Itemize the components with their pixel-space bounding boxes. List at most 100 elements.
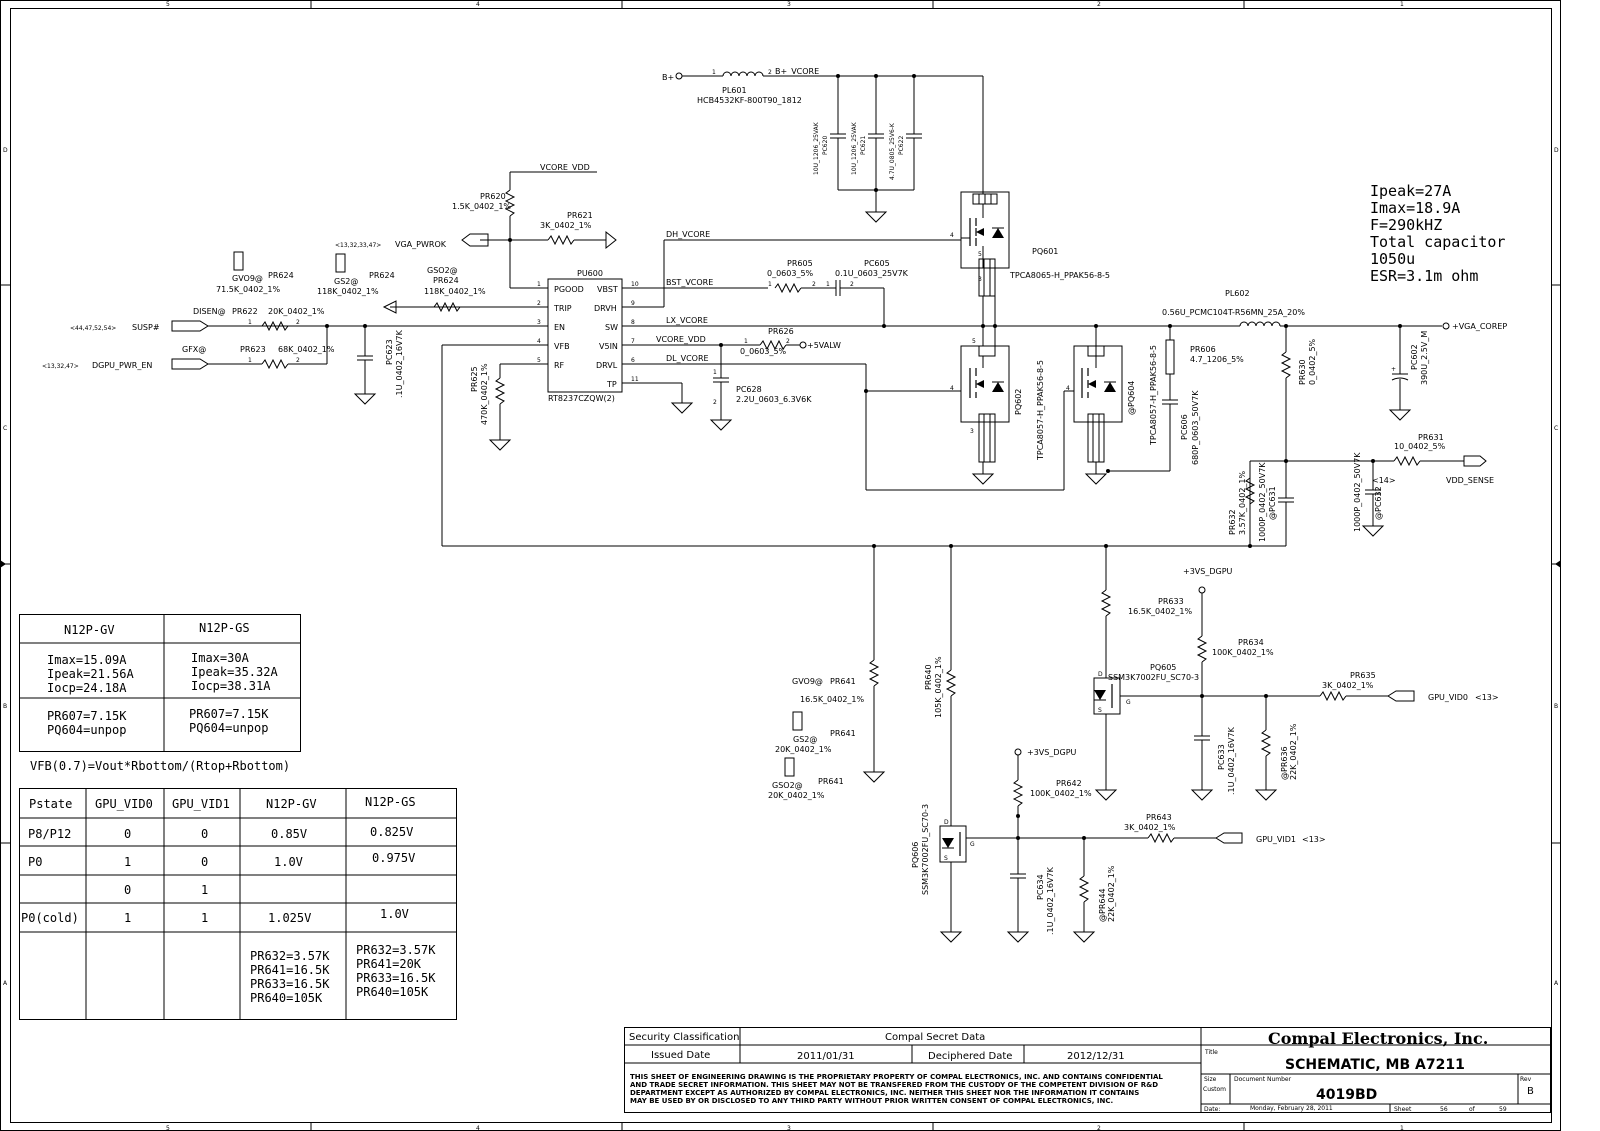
pr641a-ref: PR641 [830, 677, 856, 686]
date-value: Monday, February 28, 2011 [1250, 1105, 1333, 1112]
sheet-title: SCHEMATIC, MB A7211 [1285, 1057, 1465, 1073]
pq606-value: SSM3K7002FU_SC70-3 [921, 804, 930, 895]
pr630-ref: PR630 [1298, 359, 1307, 385]
pr640-ref: PR640 [924, 664, 933, 690]
pr626-resistor [759, 339, 787, 351]
svg-text:2: 2 [296, 319, 300, 326]
pstate-header-3: N12P-GV [266, 797, 317, 811]
pc631-value: 1000P_0402_50V7K [1258, 462, 1267, 542]
svg-text:10: 10 [631, 281, 639, 288]
pr632-value: 3.57K_0402_1% [1238, 470, 1247, 535]
net-gpu-vid1: GPU_VID1 [1256, 835, 1296, 844]
svg-text:3: 3 [978, 276, 982, 283]
pr605-ref: PR605 [787, 259, 813, 268]
pq604-low-side-mosfet: 4 @PQ604 TPCA8057-H_PPAK56-8-5 [1064, 326, 1170, 485]
pc634-ref: PC634 [1036, 874, 1045, 900]
pr622-value: 20K_0402_1% [268, 307, 325, 316]
pc633-ref: PC633 [1217, 744, 1226, 770]
zone-bottom-5: 5 [166, 1125, 170, 1131]
svg-text:4: 4 [1066, 385, 1070, 392]
sku-gs-iocp: Iocp=38.31A [191, 679, 271, 693]
svg-text:5: 5 [537, 357, 541, 364]
svg-text:1: 1 [713, 369, 717, 376]
svg-text:1: 1 [744, 338, 748, 345]
security-label: Security Classification [629, 1032, 739, 1043]
pr634-value: 100K_0402_1% [1212, 648, 1274, 657]
svg-text:4: 4 [537, 338, 541, 345]
pr626-ref: PR626 [768, 327, 794, 336]
pr631-value: 10_0402_5% [1394, 442, 1446, 451]
svg-text:4: 4 [950, 385, 954, 392]
pq605-ref: PQ605 [1150, 663, 1176, 672]
pstate-r1-c3: 1.0V [274, 855, 303, 869]
title-block: Security Classification Compal Secret Da… [624, 1027, 1551, 1113]
pr640-resistor [945, 669, 957, 697]
net-vcore-vdd: VCORE_VDD [656, 335, 706, 344]
net-bst-vcore: BST_VCORE [666, 278, 713, 287]
pr621-value: 3K_0402_1% [540, 221, 592, 230]
pstate-gs-pr633: PR633=16.5K [356, 971, 436, 985]
date-label: Date: [1204, 1106, 1220, 1113]
pu600-pin-pgood: PGOOD [554, 285, 584, 294]
svg-text:D: D [944, 819, 949, 826]
pu600-body [547, 278, 623, 393]
pr641-resistor [868, 659, 880, 687]
pr620-value: 1.5K_0402_1% [452, 202, 511, 211]
pr620-resistor [504, 189, 516, 217]
pr632-ref: PR632 [1228, 509, 1237, 535]
pr633-ref: PR633 [1158, 597, 1184, 606]
pr623-option: GFX@ [182, 345, 206, 354]
pq602-ref: PQ602 [1014, 389, 1023, 415]
pq604-value: TPCA8057-H_PPAK56-8-5 [1149, 345, 1158, 446]
pstate-r1-c4: 0.975V [372, 851, 415, 865]
pu600-value: RT8237CZQW(2) [548, 394, 615, 403]
pr624b-footprint [335, 253, 346, 273]
svg-text:6: 6 [631, 357, 635, 364]
pc623-value: .1U_0402_16V7K [395, 329, 404, 398]
zone-left-A: A [3, 980, 8, 987]
pr630-value: 0_0402_5% [1308, 338, 1317, 385]
pq606-ref: PQ606 [911, 842, 920, 868]
zone-right-A: A [1554, 980, 1559, 987]
pc622-value: 4.7U_0805_25V6-K [889, 122, 896, 180]
pr634-resistor [1196, 635, 1208, 663]
note-esr: ESR=3.1m ohm [1370, 267, 1478, 285]
pr624c-resistor [433, 301, 461, 313]
pc621-value: 10U_1206_25VAK [851, 121, 858, 175]
svg-text:2: 2 [850, 281, 854, 288]
zone-bottom-3: 3 [787, 1125, 791, 1131]
net-susp: SUSP# [132, 323, 160, 332]
pstate-r3-c3: 1.025V [268, 911, 311, 925]
issued-label: Issued Date [651, 1050, 710, 1061]
pr633-resistor [1100, 589, 1112, 617]
svg-text:3: 3 [537, 319, 541, 326]
net-5valw: +5VALW [807, 341, 841, 350]
pstate-r3-c2: 1 [201, 911, 208, 925]
pr624c-option: GSO2@ [427, 266, 458, 275]
deciphered-label: Deciphered Date [928, 1051, 1012, 1062]
zone-top-3: 3 [787, 1, 791, 8]
svg-text:1: 1 [712, 69, 716, 76]
input-stage: B+ 1 2 B+_VCORE PL601 HCB4532KF-800T90_1… [662, 67, 984, 223]
pc620-value: 10U_1206_25VAK [813, 121, 820, 175]
pstate-table: Pstate GPU_VID0 GPU_VID1 N12P-GV N12P-GS… [19, 788, 457, 1020]
gpu-vid1-port [1215, 832, 1243, 844]
vga-pwrok-port [461, 233, 489, 247]
net-vdd-sense-ref: <14> [1372, 476, 1396, 485]
pr606-resistor [1165, 339, 1175, 375]
pc631-ref: @PC631 [1268, 486, 1277, 520]
pr624b-ref: PR624 [369, 271, 395, 280]
pl601-value: HCB4532KF-800T90_1812 [697, 96, 802, 105]
pstate-gv-pr632: PR632=3.57K [250, 949, 330, 963]
net-bplus-vcore: B+_VCORE [775, 67, 819, 76]
pl602-ref: PL602 [1225, 289, 1250, 298]
size-label: Size [1204, 1076, 1217, 1083]
pr626-value: 0_0603_5% [740, 347, 787, 356]
net-dl-vcore: DL_VCORE [666, 354, 709, 363]
net-susp-ref: <44,47,52,54> [70, 325, 116, 332]
pr633-value: 16.5K_0402_1% [1128, 607, 1193, 616]
pr641c-ref: PR641 [818, 777, 844, 786]
pr636-value: 22K_0402_1% [1289, 723, 1298, 780]
rev-label: Rev [1520, 1076, 1532, 1083]
